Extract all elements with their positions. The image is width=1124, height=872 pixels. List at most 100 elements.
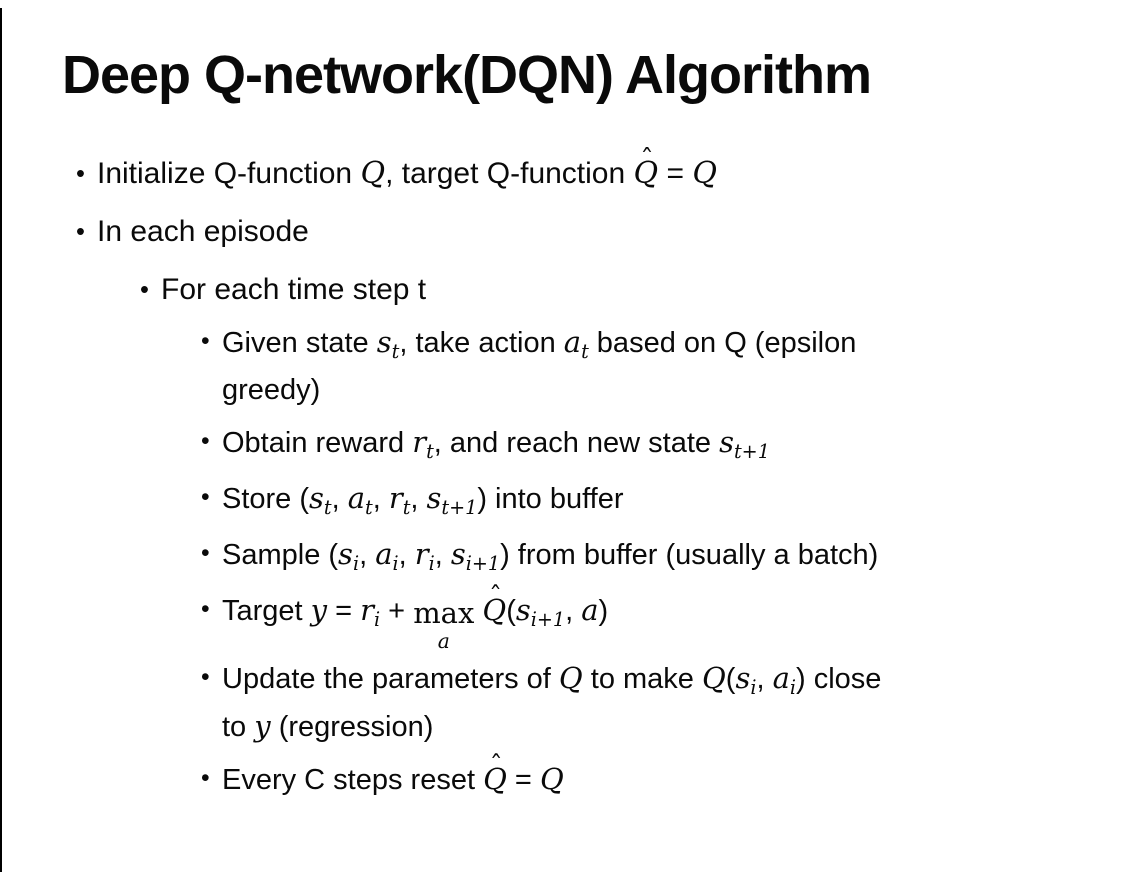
plain-text: ) from buffer (usually a batch) [500,539,879,571]
plain-text: , [372,483,389,515]
plain-text: , [359,539,376,571]
plain-text: , and reach new state [433,427,720,459]
slide-content: Deep Q-network(DQN) Algorithm • Initializ… [62,45,1072,802]
max-word: max [413,596,475,631]
math-variable: Q [483,762,507,797]
math-subscript: i [352,552,360,576]
max-under-variable: a [437,629,450,654]
plain-text: In each episode [97,215,309,248]
bullet-text: Update the parameters of Q to make Q(si,… [222,656,881,749]
math-variable: s [309,481,324,515]
plain-text: , [565,595,582,627]
plain-text: , [398,539,415,571]
math-subscript: i [428,552,435,576]
bullet-dot: • [140,276,149,304]
bullet-dot: • [201,484,210,511]
math-variable: r [414,537,429,571]
math-subscript: i [374,608,381,632]
math-variable: r [412,425,427,459]
bullet-text: In each episode [97,210,309,254]
plain-text: Sample ( [222,539,339,571]
math-subscript: t+1 [734,440,770,464]
plain-text: , [331,483,348,515]
plain-text: ) into buffer [477,483,624,515]
plain-text: ( [725,663,736,696]
bullet-item: • In each episode [62,210,1072,254]
math-variable: Q [539,762,564,797]
plain-text: , [434,539,451,571]
math-subscript: i+1 [465,552,501,576]
bullet-item: •Update the parameters of Q to make Q(si… [62,656,1072,749]
plain-text: (regression) [270,711,434,744]
plain-text: greedy) [222,374,321,406]
hat-accent: ˆ [489,751,503,782]
math-variable: Q [633,156,659,191]
plain-text: For each time step t [161,273,427,306]
plain-text: ( [506,595,516,627]
bullet-text: Store (st, at, rt, st+1) into buffer [222,476,623,524]
plain-text: to make [582,663,702,696]
math-variable: a [563,325,582,359]
bullet-dot: • [201,765,210,793]
math-variable: s [376,325,392,359]
plain-text: to [222,711,255,744]
plain-text [474,595,482,627]
bullet-item: • For each time step t [62,268,1072,312]
plain-text: = [327,595,361,627]
math-subscript: t [391,340,400,364]
bullet-text: Initialize Q-function Q, target Q-functi… [97,145,717,196]
math-variable: r [388,481,403,515]
bullet-text: Obtain reward rt, and reach new state st… [222,420,770,468]
bullet-dot: • [201,596,210,623]
plain-text: ) [598,595,609,627]
bullet-text: For each time step t [161,268,426,312]
hat-accent: ˆ [488,581,503,612]
bullet-item: • Store (st, at, rt, st+1) into buffer [62,476,1072,524]
math-variable: a [581,593,599,627]
math-variable: Q [360,156,386,191]
math-variable: Q [482,593,507,627]
math-subscript: t [323,496,332,520]
plain-text: ) close [796,663,882,696]
math-variable: s [719,425,734,459]
math-variable: a [347,481,366,515]
plain-text: = [506,764,540,797]
slide-title: Deep Q-network(DQN) Algorithm [62,45,872,105]
math-variable: s [426,481,442,515]
math-subscript: t [365,496,373,520]
plain-text: , [756,663,773,696]
math-subscript: t [426,440,434,464]
bullet-list: • Initialize Q-function Q, target Q-funct… [62,145,1072,802]
math-variable: Q [558,661,583,696]
math-variable: Q [692,156,717,191]
math-variable: Q [701,661,726,696]
plain-text: Target [222,595,311,627]
math-variable: a [375,537,393,571]
math-variable: s [450,537,466,571]
math-subscript: t [581,340,589,364]
plain-text: Store ( [222,483,310,515]
bullet-item: •Sample (si, ai, ri, si+1) from buffer (… [62,532,1072,580]
bullet-dot: • [76,160,85,188]
plain-text: , [410,483,427,515]
plain-text: + [380,595,414,627]
math-variable: y [310,593,328,627]
math-variable: a [772,661,790,696]
plain-text: Every C steps reset [222,764,484,797]
plain-text: , target Q-function [385,157,634,190]
math-subscript: t+1 [441,496,478,520]
plain-text: based on Q (epsilon [588,327,857,359]
math-subscript: i [789,676,796,700]
math-subscript: i [750,676,757,700]
math-variable: s [338,537,353,571]
bullet-dot: • [76,218,85,246]
plain-text: Given state [222,327,377,359]
hat-accent: ˆ [640,144,654,176]
